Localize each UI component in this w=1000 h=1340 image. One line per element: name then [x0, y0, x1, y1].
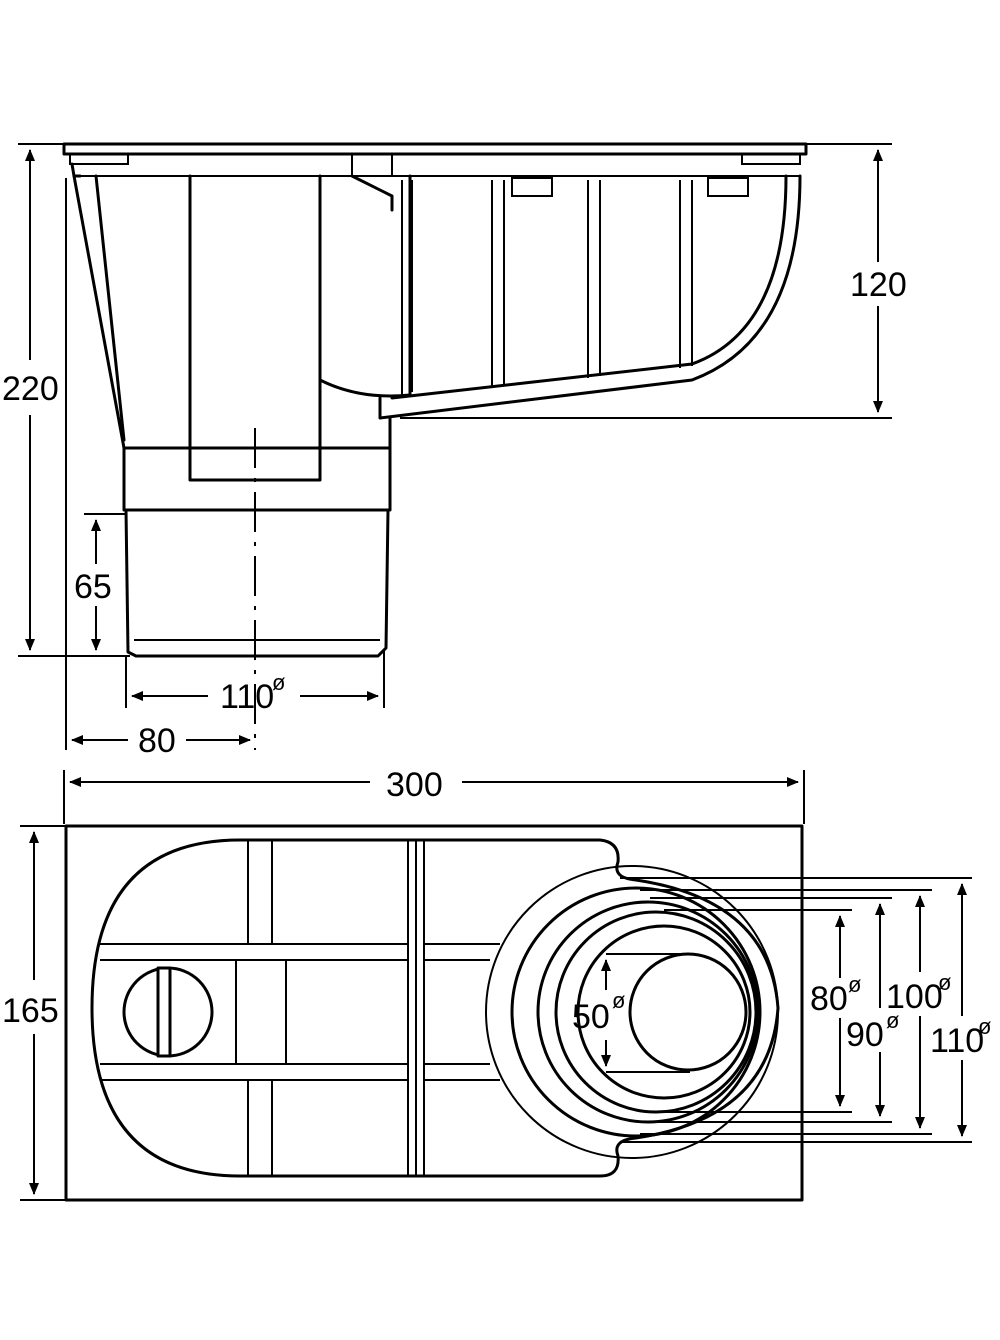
dim-50-ext — [606, 953, 690, 1073]
top-ring-110 — [510, 886, 762, 1138]
dim-110-outlet-label: 110 — [220, 678, 274, 716]
side-clip-2 — [707, 177, 749, 197]
top-bar-h-lower-left — [100, 1063, 408, 1081]
top-bar-h-upper-left — [100, 943, 408, 961]
side-right-chamber-outer — [378, 174, 802, 420]
dim-90-symbol: ø — [886, 1008, 899, 1033]
dim-50-symbol: ø — [612, 988, 625, 1013]
side-rib-2 — [491, 180, 505, 388]
top-grid-cell-edge — [272, 943, 409, 960]
dim-100-symbol: ø — [938, 970, 951, 995]
side-view: 220 120 65 110 ø 80 — [2, 142, 907, 760]
side-clip-1 — [511, 177, 553, 197]
dim-90-label: 90 — [846, 1016, 884, 1054]
dim-165-label: 165 — [2, 992, 59, 1030]
side-seal-trap — [318, 174, 412, 398]
side-rib-3 — [587, 180, 601, 378]
dim-110-ext — [620, 877, 972, 1143]
side-outlet-pipe — [124, 508, 390, 658]
top-outer-frame — [64, 824, 804, 1202]
top-inner-basin — [90, 838, 780, 1178]
dim-300-label: 300 — [386, 766, 443, 804]
side-left-wall — [70, 162, 126, 450]
top-bar-h-upper-right — [424, 943, 500, 961]
side-frame-lip-right — [741, 153, 801, 165]
dim-80d-symbol: ø — [848, 972, 861, 997]
side-rib-1 — [401, 180, 413, 396]
dim-80-ext — [664, 909, 852, 1113]
dim-110d-symbol: ø — [978, 1014, 991, 1039]
top-bar-v1-lower — [247, 1080, 273, 1176]
dim-220-label: 220 — [2, 370, 59, 408]
top-ring-50 — [628, 952, 748, 1072]
top-ring-80 — [576, 924, 752, 1100]
dim-80d-label: 80 — [810, 980, 848, 1018]
side-pipe-collar — [122, 416, 392, 512]
dim-50-label: 50 — [572, 998, 610, 1036]
dim-110-outlet-symbol: ø — [272, 670, 285, 695]
dim-90-ext — [650, 897, 892, 1123]
top-ring-outer-basin — [485, 865, 779, 1159]
side-frame-center-block — [351, 153, 393, 177]
top-ring-100 — [536, 900, 760, 1124]
top-bar-mid-left — [235, 960, 287, 1064]
top-ring-90 — [554, 910, 758, 1114]
top-bar-center — [407, 840, 425, 1176]
side-right-chamber-inner — [390, 174, 788, 400]
side-rib-4 — [679, 180, 693, 368]
dim-100-ext — [640, 889, 932, 1135]
top-bar-h-lower-right — [424, 1063, 500, 1081]
dim-110d-label: 110 — [930, 1022, 984, 1060]
top-view: 300 50 ø — [2, 766, 991, 1202]
top-small-outlet-slot — [156, 966, 172, 1058]
dim-80-label: 80 — [138, 722, 176, 760]
side-seal-flap — [350, 174, 394, 212]
side-frame-top — [62, 142, 808, 156]
top-bar-v1-upper — [247, 840, 273, 945]
dim-65-label: 65 — [74, 568, 112, 606]
side-frame-lip-left — [69, 153, 129, 165]
dim-120-label: 120 — [850, 266, 907, 304]
dim-100-label: 100 — [886, 978, 943, 1016]
